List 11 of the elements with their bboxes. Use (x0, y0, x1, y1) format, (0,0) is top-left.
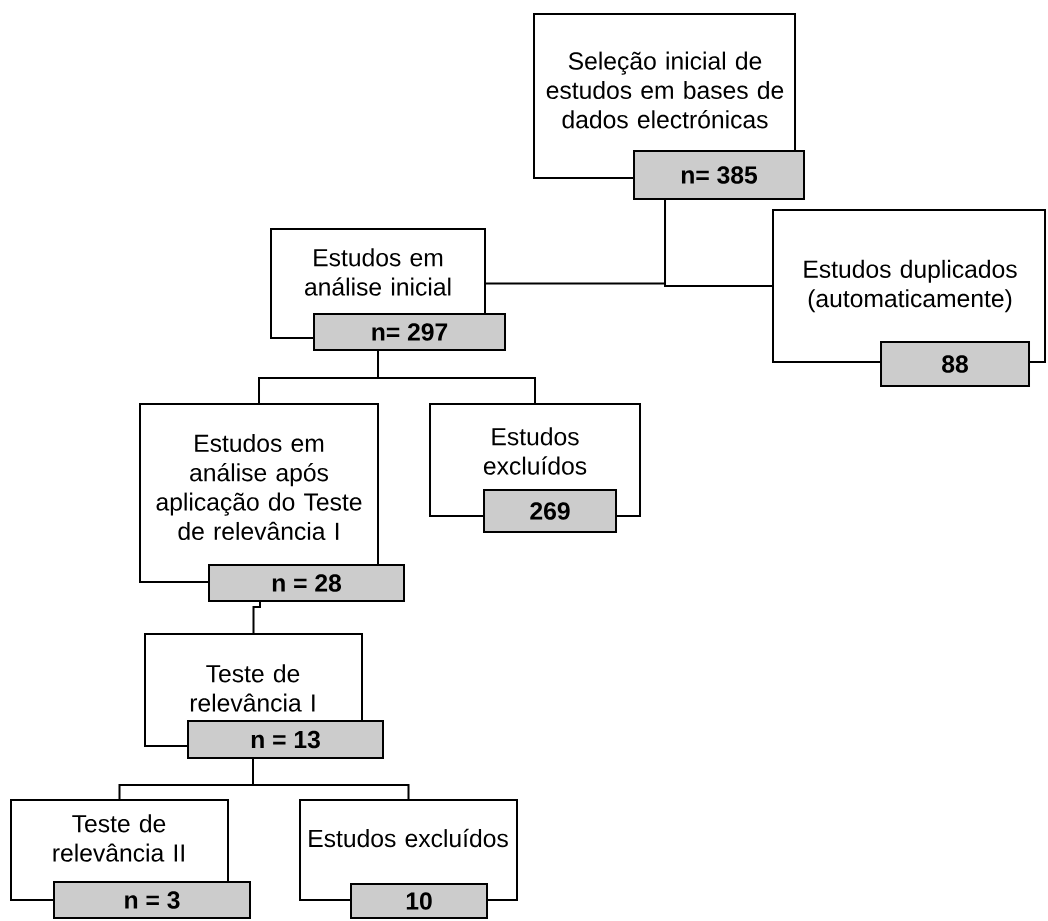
count-box: n= 297 (313, 313, 506, 351)
count-box: 10 (350, 883, 488, 919)
count-box: n= 385 (633, 150, 805, 200)
connector (377, 349, 536, 404)
count-box: 269 (483, 489, 617, 533)
count-box: n = 3 (53, 881, 251, 919)
count-box: n = 28 (208, 564, 405, 602)
count-box: n = 13 (187, 720, 384, 759)
connector (252, 600, 261, 634)
connector (252, 757, 410, 800)
connector (664, 198, 773, 287)
